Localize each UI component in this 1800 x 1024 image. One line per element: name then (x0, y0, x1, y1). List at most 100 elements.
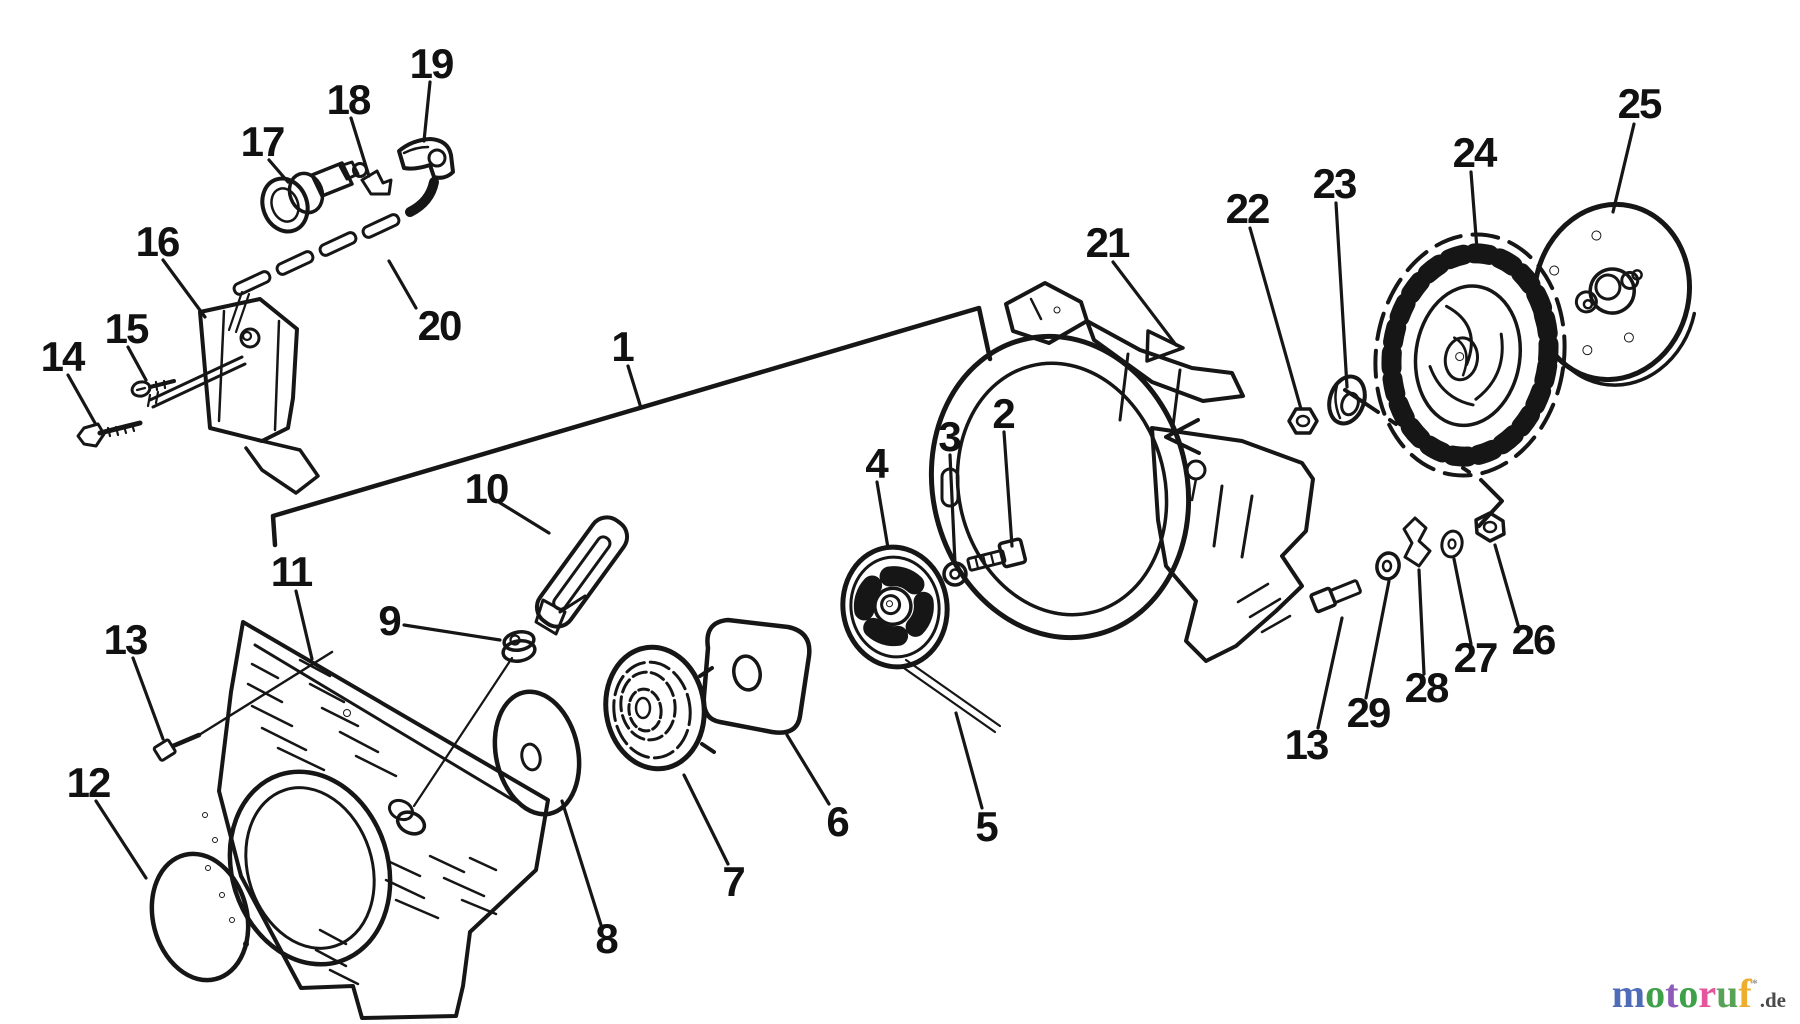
part-25-flywheel (1531, 201, 1699, 387)
leader-line (1417, 568, 1426, 676)
leader-layer (66, 80, 1636, 927)
callout-15: 15 (104, 305, 150, 352)
callout-16: 16 (135, 218, 181, 265)
callout-14: 14 (40, 333, 86, 380)
part-13-bolt-right (1309, 579, 1362, 614)
part-11-starter-housing (202, 620, 550, 1020)
leader-line (161, 258, 207, 319)
callout-1: 1 (611, 323, 634, 370)
part-20-ignition-wire (227, 177, 439, 334)
leader-line (131, 656, 165, 741)
part-16-ignition-coil (146, 297, 320, 495)
part-14-bolt (76, 420, 143, 448)
part-21-fan-housing (928, 281, 1315, 663)
callout-11: 11 (270, 548, 313, 595)
part-27-washer (1440, 529, 1464, 559)
motoruf-logo-mark: * (1751, 976, 1758, 990)
part-10-starter-handle (534, 515, 630, 636)
leader-line (1611, 122, 1636, 214)
callout-13: 13 (1284, 721, 1330, 768)
part-29-washer (1375, 551, 1401, 581)
leader-line (954, 711, 984, 810)
leader-line (1111, 260, 1178, 347)
leader-line (126, 345, 148, 382)
callout-18: 18 (326, 76, 372, 123)
motoruf-logo-suffix: .de (1759, 988, 1786, 1012)
part-22-nut (1287, 407, 1319, 435)
callout-12: 12 (66, 759, 112, 806)
callout-28: 28 (1404, 664, 1450, 711)
callout-17: 17 (240, 118, 286, 165)
motoruf-logo-letter: t (1665, 971, 1679, 1016)
callout-2: 2 (992, 390, 1015, 437)
callout-21: 21 (1085, 219, 1131, 266)
callout-8: 8 (595, 915, 618, 962)
motoruf-logo-letter: o (1678, 971, 1699, 1016)
leader-line (402, 623, 502, 642)
part-13-bolt-left (152, 650, 334, 762)
callout-3: 3 (938, 413, 961, 460)
part-8-washer-disc (492, 689, 582, 817)
callout-24: 24 (1452, 129, 1498, 176)
leader-line (1316, 616, 1344, 730)
leader-line (626, 364, 643, 410)
leader-line (349, 116, 371, 178)
leader-line (422, 80, 432, 143)
callout-26: 26 (1511, 616, 1557, 663)
leader-line (682, 773, 730, 866)
leader-line (1002, 430, 1014, 548)
callout-6: 6 (826, 798, 849, 845)
motoruf-logo-letters: motoruf (1612, 974, 1752, 1014)
axis-centerline (1343, 388, 1504, 528)
part-7-recoil-spring (603, 644, 716, 772)
motoruf-logo-letter: f (1738, 971, 1752, 1016)
leader-line (66, 373, 97, 425)
leader-line (785, 733, 831, 806)
leader-line (1469, 170, 1479, 251)
leader-line (495, 499, 551, 535)
callout-20: 20 (417, 302, 463, 349)
part-28-pawl (1402, 516, 1432, 568)
leader-line (387, 259, 418, 310)
leader-line (948, 453, 957, 565)
leader-line (267, 158, 290, 184)
part-26-nut (1474, 511, 1506, 543)
leader-line (1452, 557, 1473, 646)
callout-25: 25 (1617, 80, 1663, 127)
leader-line (1364, 579, 1391, 700)
leader-line (875, 480, 890, 550)
callout-19: 19 (409, 40, 455, 87)
leader-line (1334, 201, 1349, 389)
motoruf-logo-letter: o (1645, 971, 1666, 1016)
part-9-nut (412, 630, 537, 808)
callout-27: 27 (1453, 634, 1499, 681)
motoruf-logo: motoruf * .de (1612, 974, 1786, 1014)
part-5-starter-rope (899, 658, 1002, 734)
callout-7: 7 (722, 858, 745, 905)
callout-5: 5 (975, 803, 998, 850)
motoruf-logo-letter: m (1611, 971, 1646, 1016)
part-19-plug-boot (397, 137, 455, 180)
motoruf-logo-letter: r (1698, 971, 1717, 1016)
part-24-flywheel-fan (1373, 232, 1567, 478)
part-18-terminal (360, 169, 393, 196)
leader-line (94, 799, 148, 880)
leader-line (1493, 543, 1520, 627)
callout-13: 13 (103, 616, 149, 663)
callout-29: 29 (1346, 689, 1392, 736)
part-4-rope-pulley (840, 544, 950, 670)
part-12-gasket-ring (149, 851, 251, 983)
callout-23: 23 (1312, 160, 1358, 207)
callout-4: 4 (865, 440, 888, 487)
part-1-starter-assembly-line (270, 305, 993, 548)
leader-line (560, 799, 603, 927)
part-17-spark-plug (260, 160, 368, 234)
leader-line (294, 589, 314, 661)
motoruf-logo-letter: u (1716, 971, 1739, 1016)
part-6-plate (701, 617, 812, 735)
leader-line (1248, 226, 1303, 411)
callout-22: 22 (1225, 185, 1271, 232)
callout-10: 10 (464, 465, 510, 512)
